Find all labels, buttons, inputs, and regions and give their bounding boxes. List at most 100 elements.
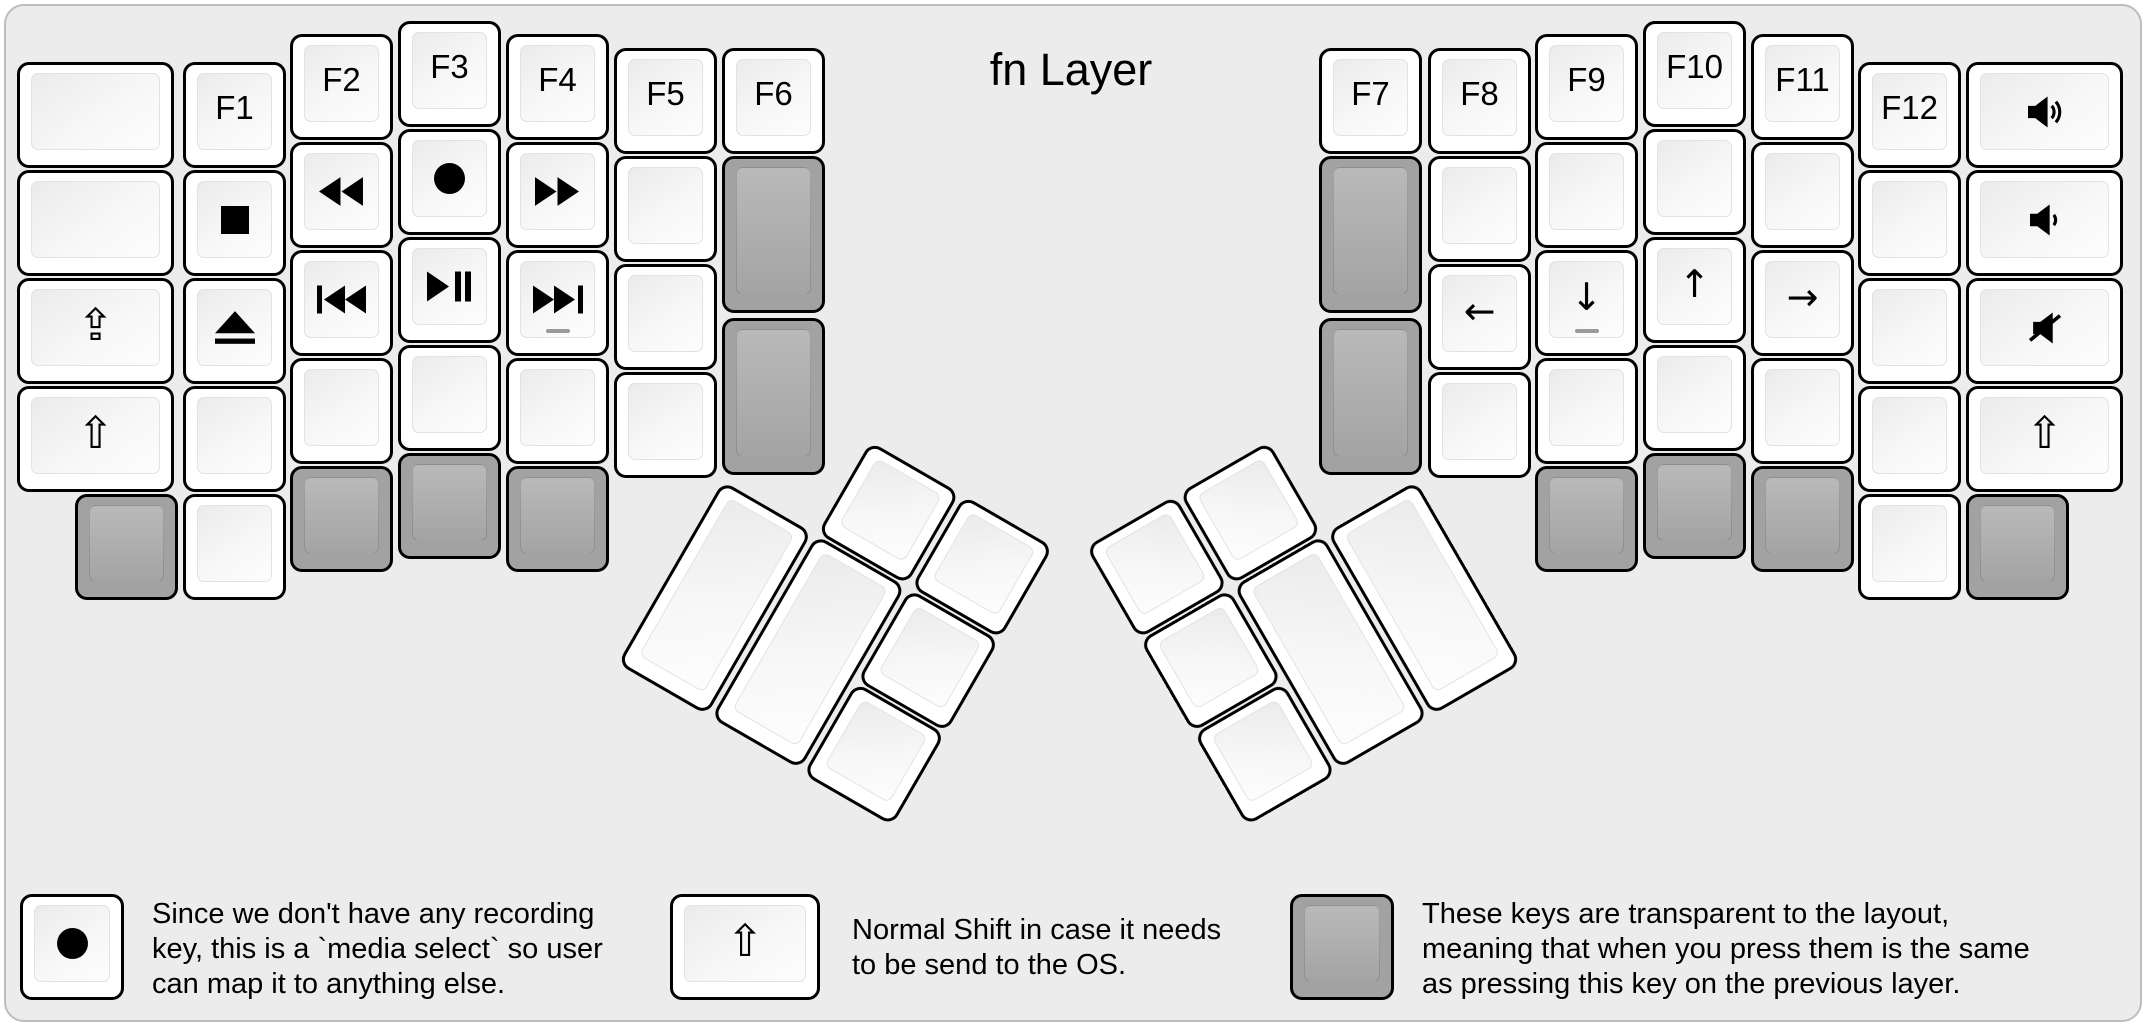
- key-blank[interactable]: [17, 170, 174, 276]
- key-f2[interactable]: F2: [290, 34, 393, 140]
- key-volume-down[interactable]: [1966, 170, 2123, 276]
- key-blank[interactable]: [17, 62, 174, 168]
- key-transparent[interactable]: [722, 156, 825, 313]
- key-fast-forward[interactable]: [506, 142, 609, 248]
- key-record[interactable]: [398, 129, 501, 235]
- legend-caption-line: key, this is a `media select` so user: [152, 933, 603, 965]
- key-f1[interactable]: F1: [183, 62, 286, 168]
- key-blank[interactable]: [1428, 372, 1531, 478]
- record-icon: [434, 163, 465, 194]
- key-label: F12: [1881, 88, 1938, 126]
- key-transparent[interactable]: [1319, 318, 1422, 475]
- key-blank[interactable]: [1535, 358, 1638, 464]
- key-blank[interactable]: [290, 358, 393, 464]
- key-f11[interactable]: F11: [1751, 34, 1854, 140]
- key-blank[interactable]: [1751, 358, 1854, 464]
- key-f5[interactable]: F5: [614, 48, 717, 154]
- key-transparent[interactable]: [398, 453, 501, 559]
- legend-caption-line: to be send to the OS.: [852, 949, 1127, 981]
- key-transparent[interactable]: [506, 466, 609, 572]
- key-blank[interactable]: [1428, 156, 1531, 262]
- key-label: F2: [322, 60, 361, 98]
- rewind-icon: [319, 177, 364, 206]
- legend-caption-line: Normal Shift in case it needs: [852, 914, 1222, 946]
- key-transparent[interactable]: [722, 318, 825, 475]
- key-label: F10: [1666, 47, 1723, 85]
- key-label: F6: [754, 74, 793, 112]
- key-label: F3: [430, 47, 469, 85]
- key-f8[interactable]: F8: [1428, 48, 1531, 154]
- shift-icon: ⇧: [2026, 408, 2063, 459]
- legend-caption-line: can map it to anything else.: [152, 968, 506, 1000]
- key-arrow-up[interactable]: ↑: [1643, 237, 1746, 343]
- prev-track-icon: [316, 285, 367, 314]
- key-blank[interactable]: [1751, 142, 1854, 248]
- key-f9[interactable]: F9: [1535, 34, 1638, 140]
- key-f12[interactable]: F12: [1858, 62, 1961, 168]
- legend-caption-line: meaning that when you press them is the …: [1422, 933, 2030, 965]
- homing-bar: [545, 329, 570, 333]
- key-shift[interactable]: ⇧: [17, 386, 174, 492]
- key-transparent[interactable]: [75, 494, 178, 600]
- key-f4[interactable]: F4: [506, 34, 609, 140]
- key-label: F8: [1460, 74, 1499, 112]
- key-f6[interactable]: F6: [722, 48, 825, 154]
- key-blank[interactable]: [183, 386, 286, 492]
- key-f3[interactable]: F3: [398, 21, 501, 127]
- key-blank[interactable]: [1858, 278, 1961, 384]
- key-play-pause[interactable]: [398, 237, 501, 343]
- record-icon: [56, 928, 88, 959]
- key-label: F5: [646, 74, 685, 112]
- caps-lock-icon: ⇪: [77, 300, 114, 351]
- key-arrow-left[interactable]: ←: [1428, 264, 1531, 370]
- homing-bar: [1574, 329, 1599, 333]
- eject-icon: [214, 311, 255, 344]
- key-stop[interactable]: [183, 170, 286, 276]
- key-blank[interactable]: [614, 264, 717, 370]
- key-transparent[interactable]: [1535, 466, 1638, 572]
- key-volume-up[interactable]: [1966, 62, 2123, 168]
- arrow-right-icon: →: [1786, 274, 1819, 319]
- key-blank[interactable]: [1858, 386, 1961, 492]
- fast-forward-icon: [535, 177, 580, 206]
- key-label: F9: [1567, 60, 1606, 98]
- play-pause-icon: [426, 271, 473, 302]
- key-transparent[interactable]: [290, 466, 393, 572]
- arrow-up-icon: ↑: [1678, 261, 1711, 306]
- key-f10[interactable]: F10: [1643, 21, 1746, 127]
- key-blank[interactable]: [398, 345, 501, 451]
- key-blank[interactable]: [614, 156, 717, 262]
- key-rewind[interactable]: [290, 142, 393, 248]
- key-transparent[interactable]: [1751, 466, 1854, 572]
- key-next-track[interactable]: [506, 250, 609, 356]
- key-arrow-down[interactable]: ↓: [1535, 250, 1638, 356]
- legend-caption-line: Since we don't have any recording: [152, 898, 595, 930]
- key-blank[interactable]: [1643, 345, 1746, 451]
- key-blank[interactable]: [1858, 494, 1961, 600]
- key-caps-lock[interactable]: ⇪: [17, 278, 174, 384]
- key-shift[interactable]: ⇧: [1966, 386, 2123, 492]
- key-label: F11: [1775, 60, 1830, 98]
- key-transparent[interactable]: [1643, 453, 1746, 559]
- key-eject[interactable]: [183, 278, 286, 384]
- key-label: F7: [1351, 74, 1390, 112]
- key-blank[interactable]: [614, 372, 717, 478]
- key-blank[interactable]: [1643, 129, 1746, 235]
- key-volume-mute[interactable]: [1966, 278, 2123, 384]
- key-transparent[interactable]: [1319, 156, 1422, 313]
- key-blank[interactable]: [506, 358, 609, 464]
- volume-up-icon: [2027, 96, 2062, 128]
- key-f7[interactable]: F7: [1319, 48, 1422, 154]
- key-blank[interactable]: [1858, 170, 1961, 276]
- key-blank[interactable]: [183, 494, 286, 600]
- key-arrow-right[interactable]: →: [1751, 250, 1854, 356]
- legend-key-sample: [1290, 894, 1394, 1000]
- key-blank[interactable]: [1535, 142, 1638, 248]
- shift-icon: ⇧: [77, 408, 114, 459]
- key-transparent[interactable]: [1966, 494, 2069, 600]
- arrow-left-icon: ←: [1463, 288, 1496, 333]
- arrow-down-icon: ↓: [1570, 274, 1603, 319]
- key-prev-track[interactable]: [290, 250, 393, 356]
